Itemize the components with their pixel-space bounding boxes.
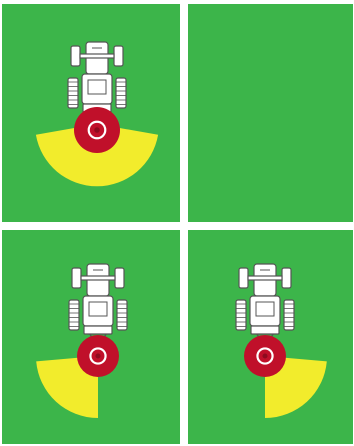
field-top-right — [188, 4, 353, 222]
disc-spreader-icon — [74, 107, 120, 153]
tractor-icon — [235, 263, 295, 343]
field-top-left — [2, 4, 180, 222]
disc-spreader-icon — [77, 335, 119, 377]
disc-spreader-icon — [244, 335, 286, 377]
spread-pattern-fan — [36, 356, 98, 419]
spread-pattern-fan — [265, 356, 327, 419]
spread-pattern-fan — [35, 124, 159, 187]
tractor-icon — [68, 263, 128, 343]
